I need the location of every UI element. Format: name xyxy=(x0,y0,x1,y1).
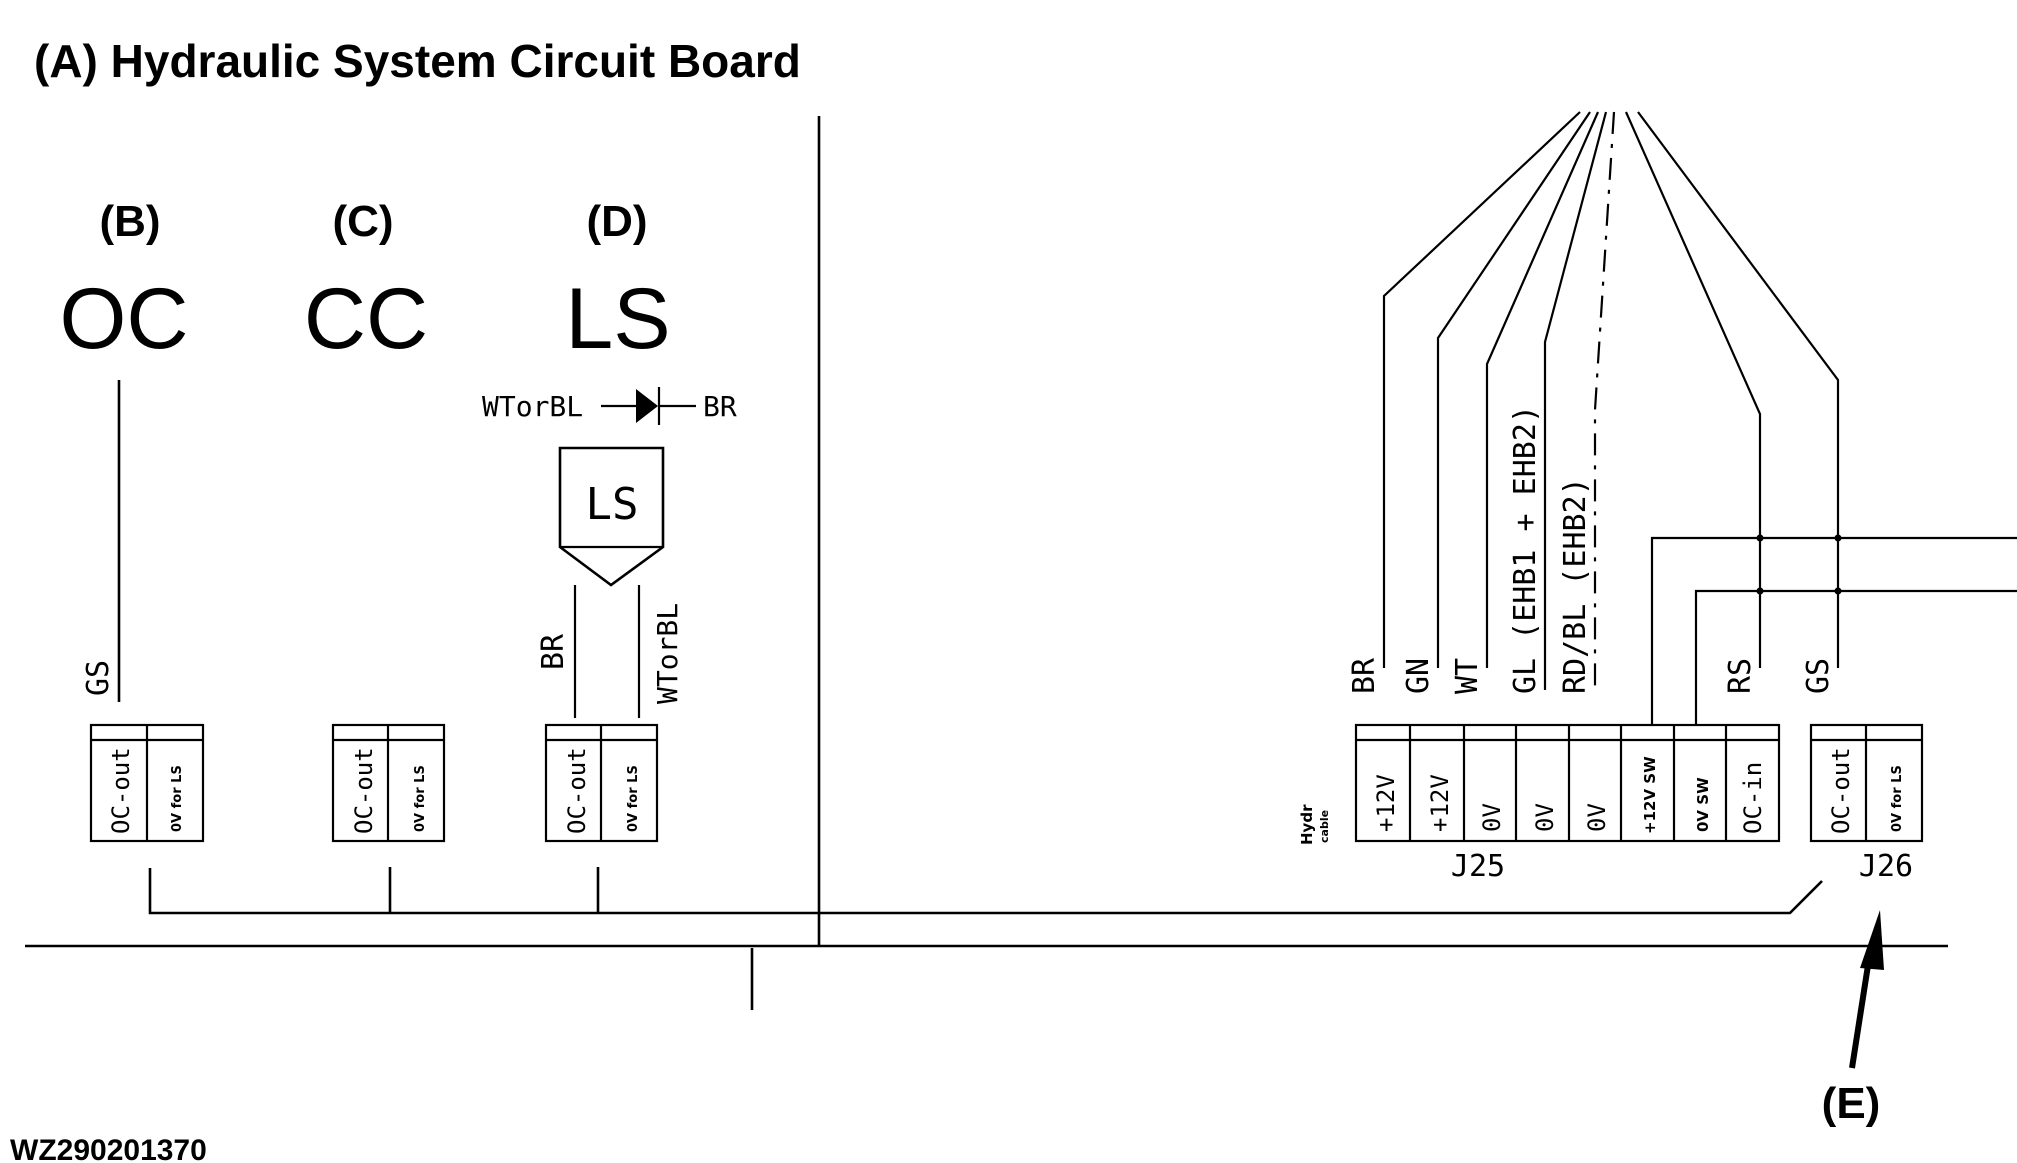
ls-sensor-box-label: LS xyxy=(586,479,639,530)
pin-oc-out-b: OC-out xyxy=(107,747,135,834)
connector-cc: OC-out 0V for LS xyxy=(331,723,446,843)
connector-oc: OC-out 0V for LS xyxy=(89,723,205,843)
callout-b: (B) xyxy=(99,197,160,246)
connector-j26: OC-out 0V for LS xyxy=(1809,723,1924,843)
wire-label-ls-wtorbl: WTorBL xyxy=(651,603,684,704)
diode-right-label: BR xyxy=(703,390,737,423)
j26-pin-2: 0V for LS xyxy=(1890,765,1905,832)
j25-wire-br: BR xyxy=(1347,657,1382,694)
pin-0v-ls-d: 0V for LS xyxy=(626,765,641,832)
j25-wire-wt: WT xyxy=(1450,658,1485,694)
callout-e: (E) xyxy=(1822,1079,1881,1128)
ground-bus xyxy=(148,868,1823,915)
j25-pin-1: +12V xyxy=(1372,774,1400,832)
sensor-oc-group: (B) OC GS OC-out 0V for LS xyxy=(60,197,205,843)
pin-0v-ls-c: 0V for LS xyxy=(413,765,428,832)
sensor-code-oc: OC xyxy=(60,271,189,367)
j26-label: J26 xyxy=(1859,849,1913,884)
connector-ls: OC-out 0V for LS xyxy=(544,723,659,843)
j25-wire-gl: GL (EHB1 + EHB2) xyxy=(1508,405,1543,694)
j25-pin-5: 0V xyxy=(1583,803,1611,832)
sensor-code-ls: LS xyxy=(565,271,670,367)
pin-oc-out-c: OC-out xyxy=(350,747,378,834)
pin-0v-ls-b: 0V for LS xyxy=(170,765,185,832)
hydraulic-cable-wires xyxy=(1382,111,2017,725)
j26-wire-gs: GS xyxy=(1801,658,1836,694)
sensor-code-cc: CC xyxy=(304,271,428,367)
j25-wire-gn: GN xyxy=(1401,658,1436,694)
j25-wire-rdbl: RD/BL (EHB2) xyxy=(1558,477,1593,694)
cable-label-line1: Hydr xyxy=(1298,804,1316,845)
wire-label-ls-br: BR xyxy=(536,633,571,670)
j25-pin-3: 0V xyxy=(1478,803,1506,832)
figure-id: WZ290201370 xyxy=(10,1134,207,1163)
j25-pin-7: 0V SW xyxy=(1694,777,1712,832)
j25-pin-4: 0V xyxy=(1531,803,1559,832)
j25-pin-6: +12V SW xyxy=(1641,756,1659,834)
j25-wire-rs: RS xyxy=(1723,658,1758,694)
j25-label: J25 xyxy=(1451,849,1505,884)
sensor-cc-group: (C) CC OC-out 0V for LS xyxy=(304,197,446,843)
sensor-ls-group: (D) LS WTorBL BR LS BR WTorBL OC-out 0V … xyxy=(482,197,737,843)
diode-symbol-icon xyxy=(636,389,658,423)
wire-label-gs-oc: GS xyxy=(81,660,116,696)
callout-c: (C) xyxy=(332,197,393,246)
cable-label-line2: cable xyxy=(1318,810,1331,843)
callout-d: (D) xyxy=(586,197,647,246)
diode-left-label: WTorBL xyxy=(482,390,583,423)
pin-oc-out-d: OC-out xyxy=(563,747,591,834)
ls-sensor-body xyxy=(558,446,665,587)
diagram-title: (A) Hydraulic System Circuit Board xyxy=(34,35,801,87)
j26-pin-1: OC-out xyxy=(1827,747,1855,834)
j25-pin-2: +12V xyxy=(1426,774,1454,832)
connector-j25: +12V +12V 0V 0V 0V +12V SW 0V SW OC-in xyxy=(1354,723,1781,843)
j25-pin-8: OC-in xyxy=(1739,762,1767,834)
callout-e-arrow-head-icon xyxy=(1860,910,1884,970)
